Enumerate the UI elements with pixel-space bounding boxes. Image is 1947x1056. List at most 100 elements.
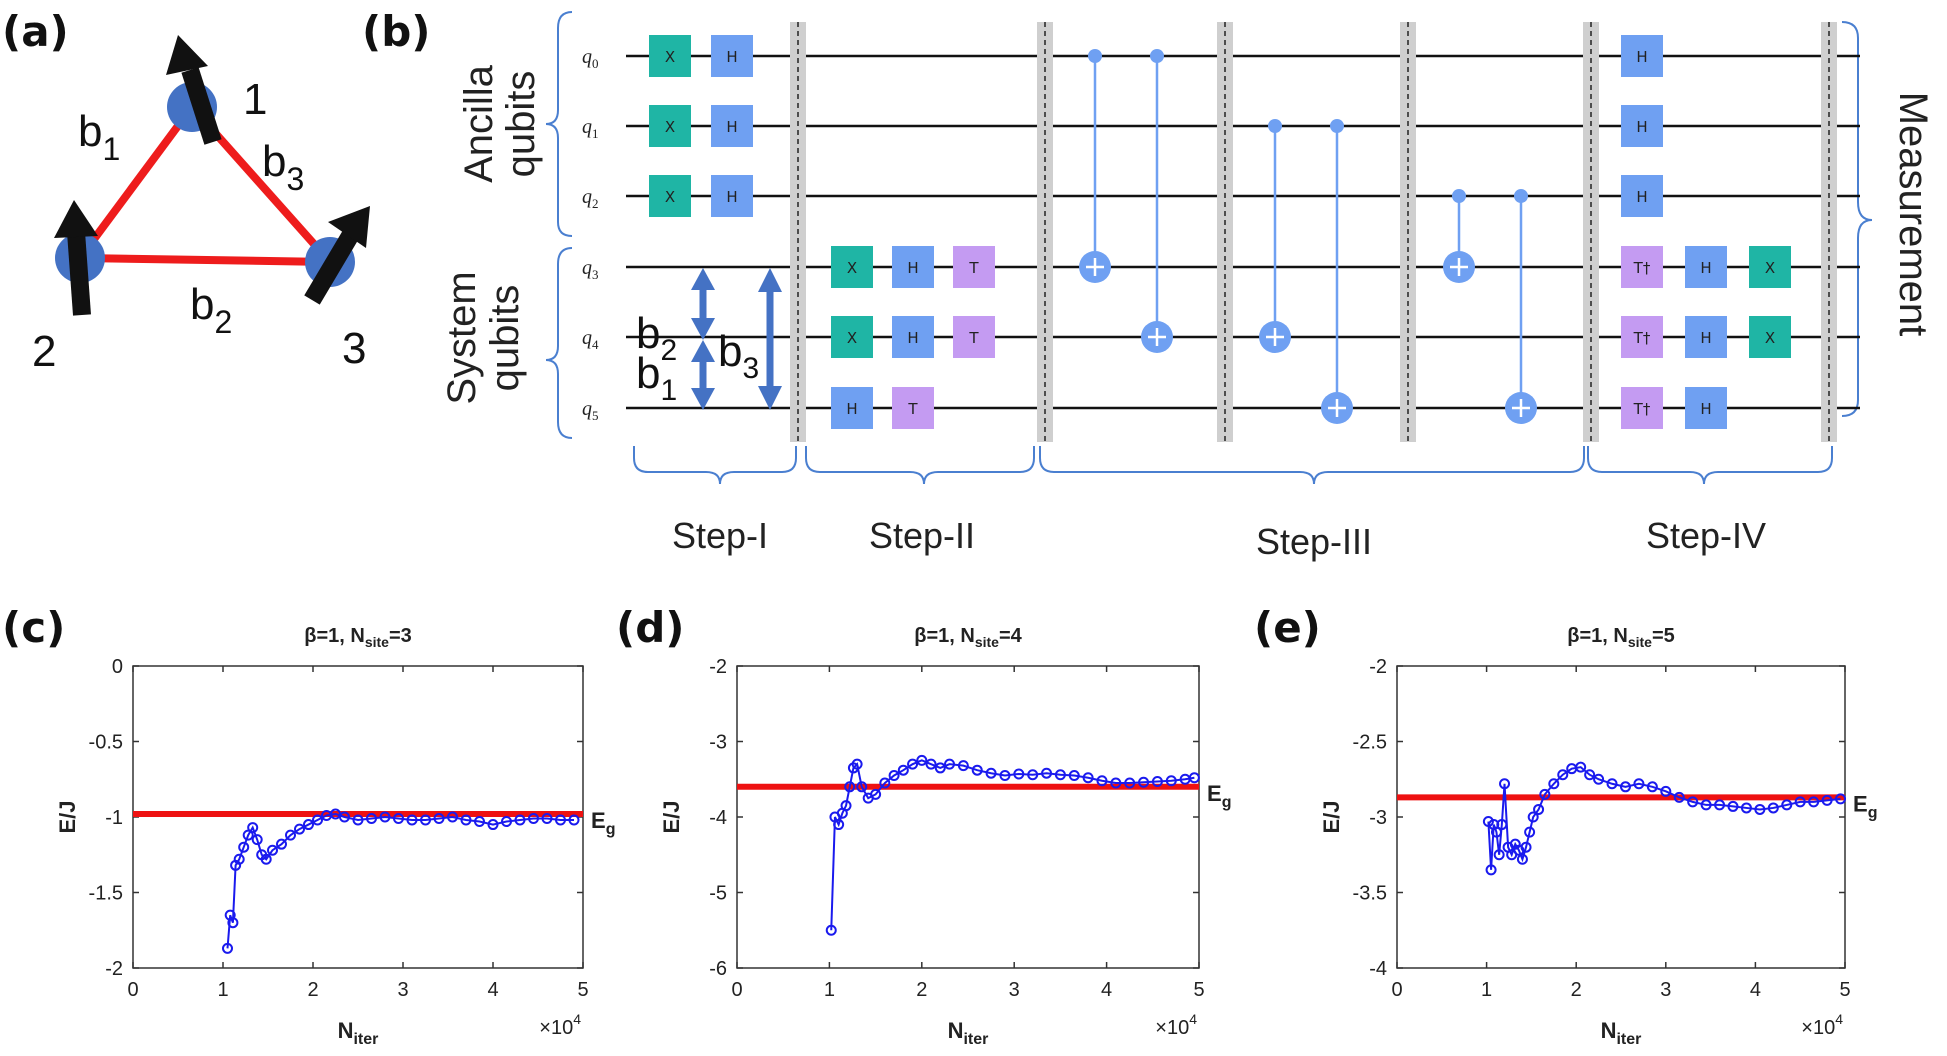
step-1-brace (633, 446, 797, 485)
data-point (1082, 772, 1094, 784)
data-point (1767, 802, 1779, 814)
gate-label-q2-c0: X (665, 188, 675, 206)
gate-label-q4-c5: T† (1633, 329, 1651, 347)
y-tick-label: -5 (709, 883, 727, 905)
data-point (1740, 802, 1752, 814)
y-tick-label: -4 (1369, 958, 1387, 980)
data-point (267, 844, 278, 856)
step-4-brace (1587, 446, 1833, 485)
data-point (1781, 799, 1793, 811)
gate-t-q4-c4 (953, 316, 995, 358)
data-point (844, 781, 856, 793)
gate-x-q3-c2 (831, 246, 873, 288)
data-point (1533, 803, 1545, 815)
cnot-control-dot-0 (1088, 49, 1102, 63)
data-point (1754, 803, 1766, 815)
x-tick-label: 3 (1009, 979, 1020, 1001)
x-tick-label: 0 (127, 979, 138, 1001)
series-line (1487, 766, 1841, 870)
data-point (1013, 768, 1025, 780)
ground-energy-label: Eg (1853, 791, 1877, 821)
x-tick-label: 1 (1481, 979, 1492, 1001)
panel-label-a: (a) (2, 7, 69, 56)
data-point (1584, 769, 1596, 781)
bond-arrows: b2 b1 b3 (636, 268, 782, 410)
site-label-1: 1 (243, 75, 267, 124)
y-axis-label: E/J (659, 800, 684, 833)
data-point (1548, 778, 1560, 790)
gate-h-q2-c5 (1621, 175, 1663, 217)
cnot-gates (1079, 49, 1537, 424)
barriers (790, 22, 1837, 442)
y-tick-label: -2.5 (1353, 732, 1387, 754)
x-tick-label: 4 (1750, 979, 1761, 1001)
system-label-line1: System (440, 271, 484, 404)
data-point (1493, 849, 1505, 861)
chart-title: β=1, Nsite=4 (914, 625, 1022, 650)
y-axis-label: E/J (55, 800, 80, 833)
gate-h-q0-c5 (1621, 35, 1663, 77)
ancilla-label-line1: Ancilla (457, 64, 501, 183)
data-point (1524, 826, 1536, 838)
y-tick-label: -1 (105, 807, 123, 829)
data-point (1606, 778, 1618, 790)
data-point (1575, 761, 1587, 773)
data-point (393, 813, 404, 825)
ancilla-label-line2: qubits (499, 71, 543, 178)
data-point (474, 816, 485, 828)
data-point (1151, 776, 1163, 788)
step-4-label: Step-IV (1646, 515, 1766, 556)
data-point (276, 838, 287, 850)
panel-label-e: (e) (1254, 603, 1321, 652)
data-point (888, 769, 900, 781)
gate-label-q5-c3: T (907, 400, 918, 418)
panel-label-c: (c) (2, 603, 65, 652)
data-point (897, 764, 909, 776)
y-tick-label: -3.5 (1353, 883, 1387, 905)
x-tick-label: 0 (731, 979, 742, 1001)
gate-h-q1-c1 (711, 105, 753, 147)
triangle-lattice: 1 2 3 b1 b2 b3 (32, 35, 370, 376)
gate-label-q3-c4: T (968, 259, 979, 277)
x-tick-label: 3 (1660, 979, 1671, 1001)
data-point (971, 764, 983, 776)
y-tick-label: -4 (709, 807, 727, 829)
double-arrow-b3-icon (758, 268, 782, 410)
data-point (514, 814, 526, 826)
gate-label-q1-c1: H (726, 118, 737, 136)
qubit-label-1: q1 (582, 116, 599, 141)
x-multiplier-label: ×104 (1155, 1011, 1197, 1039)
gate-x-q3-c7 (1749, 246, 1791, 288)
gate-h-q5-c6 (1685, 387, 1727, 429)
circuit-bond-label-b1: b1 (636, 349, 677, 407)
data-point (1539, 788, 1551, 800)
gate-t-q5-c3 (892, 387, 934, 429)
gate-h-q2-c1 (711, 175, 753, 217)
data-point (366, 813, 377, 825)
site-label-2: 2 (32, 327, 56, 376)
data-point (907, 758, 919, 770)
gate-label-q2-c1: H (726, 188, 737, 206)
gate-h-q4-c6 (1685, 316, 1727, 358)
cnot-control-dot-2 (1268, 119, 1282, 133)
y-axis-label: E/J (1319, 800, 1344, 833)
x-tick-label: 1 (217, 979, 228, 1001)
x-tick-label: 4 (1101, 979, 1112, 1001)
data-point (1794, 796, 1806, 808)
data-point (1593, 773, 1605, 785)
data-point (934, 762, 946, 774)
bond-label-b1: b1 (78, 107, 120, 167)
qubit-label-0: q0 (582, 46, 599, 71)
data-point (420, 814, 431, 826)
data-point (312, 814, 323, 826)
cnot-control-dot-3 (1330, 119, 1344, 133)
data-point (1516, 853, 1528, 865)
data-point (1027, 769, 1039, 781)
ground-energy-label: Eg (591, 808, 615, 838)
data-point (1835, 793, 1847, 805)
gate-label-q4-c3: H (907, 329, 918, 347)
cnot-control-dot-5 (1514, 189, 1528, 203)
cnot-control-dot-1 (1150, 49, 1164, 63)
data-point (487, 819, 499, 831)
data-point (541, 813, 553, 825)
